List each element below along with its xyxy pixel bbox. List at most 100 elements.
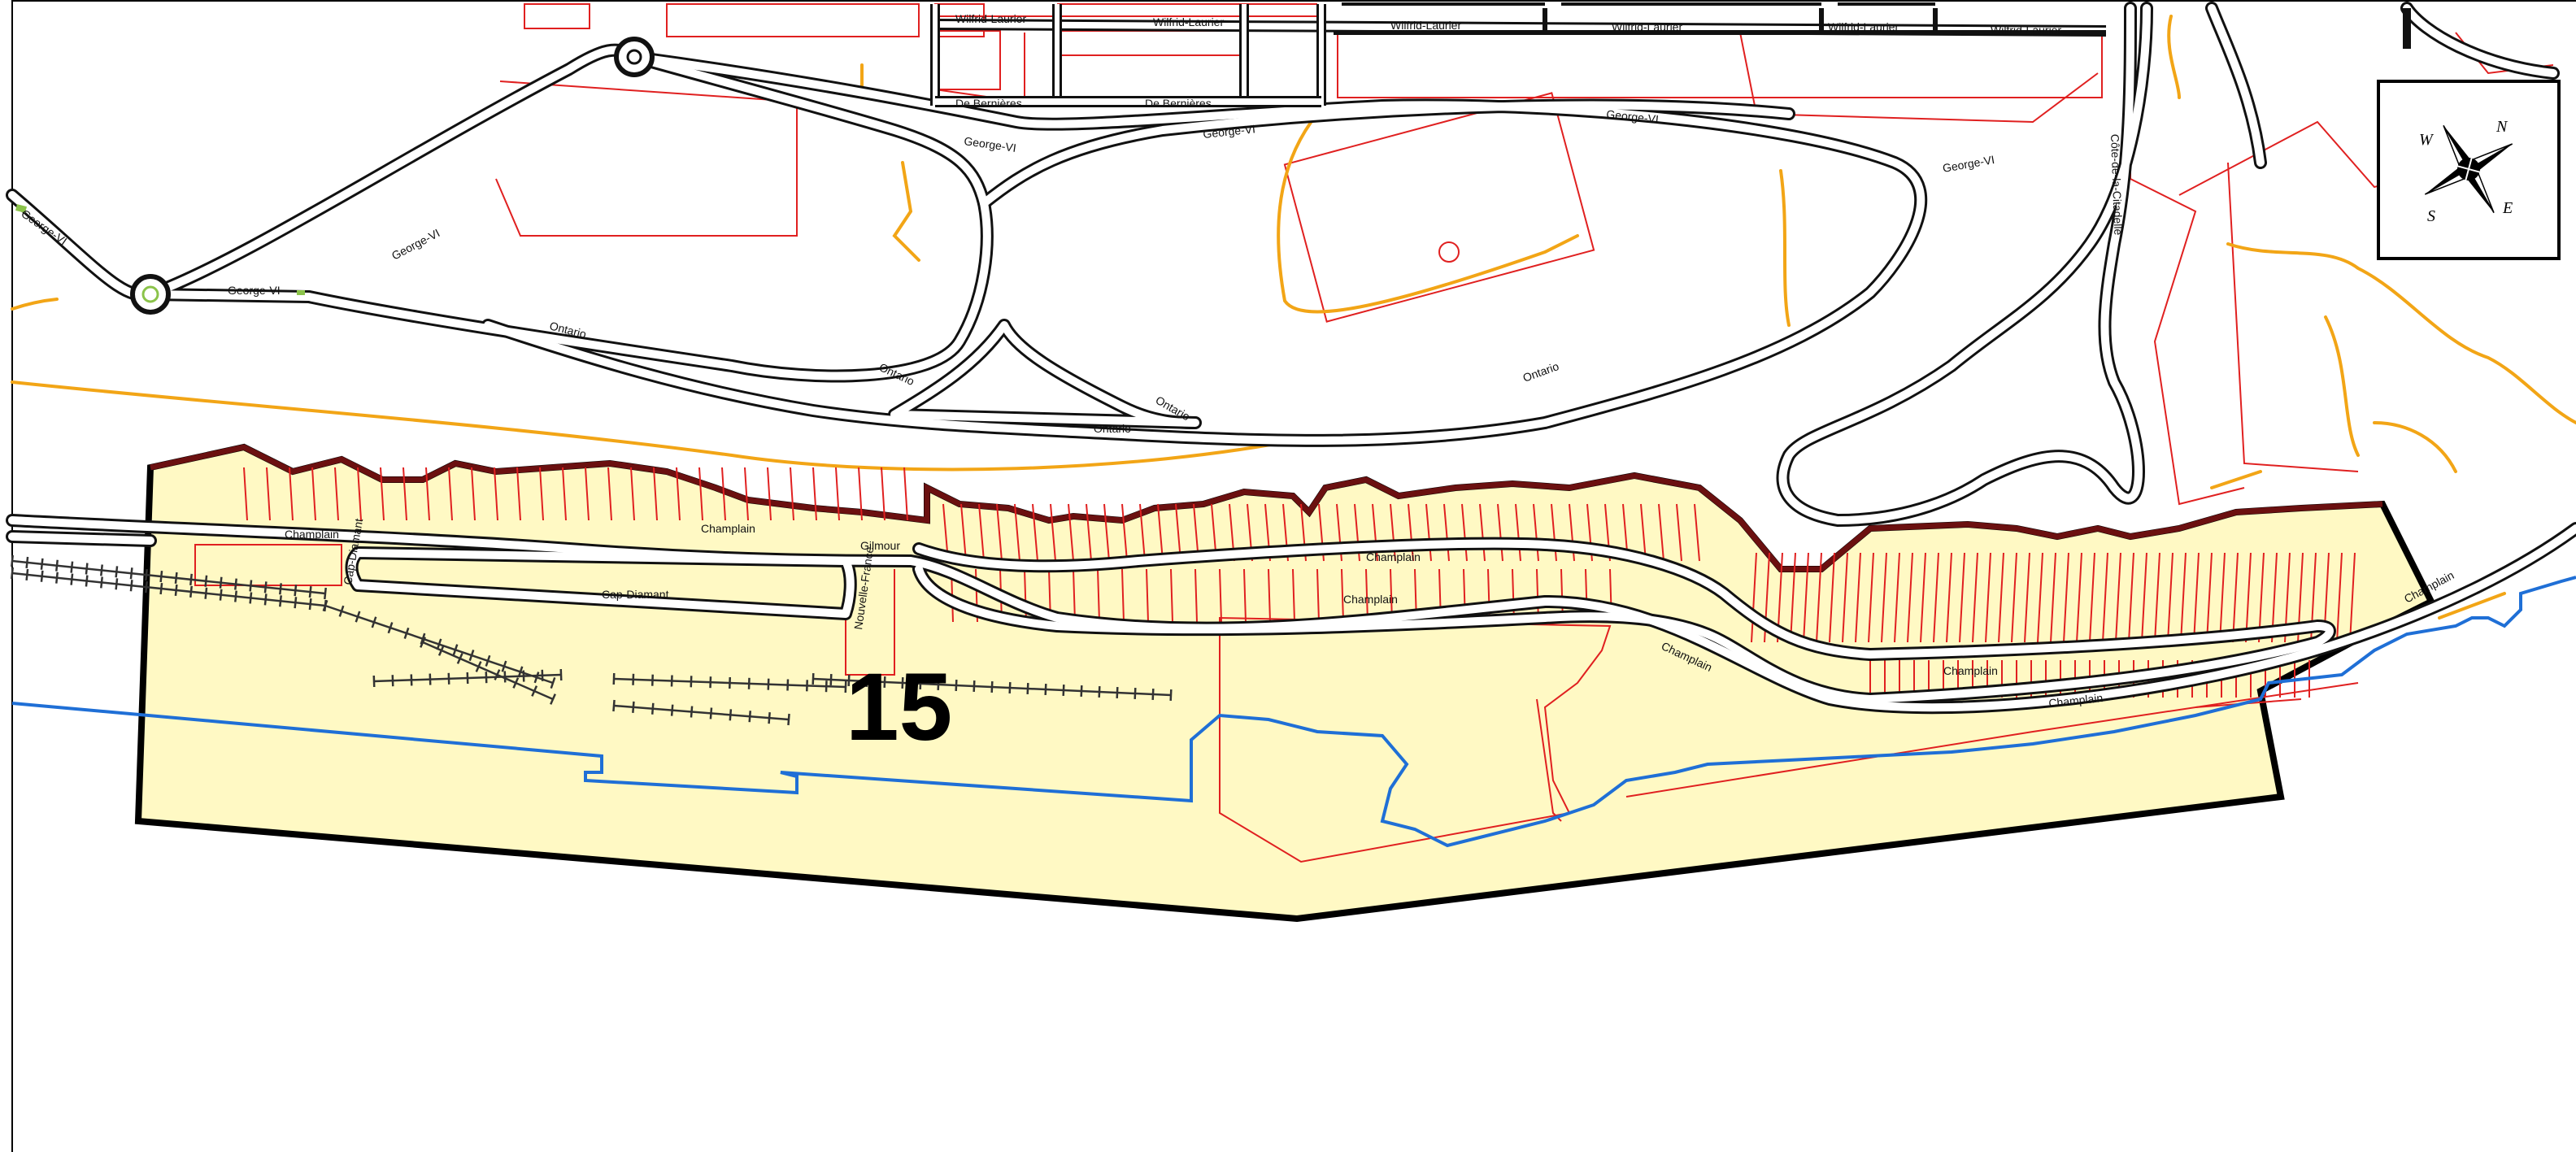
street-label: George-VI bbox=[1606, 107, 1660, 126]
street-label: George-VI bbox=[1942, 153, 1995, 175]
lot-line bbox=[1855, 552, 1861, 643]
lot-line bbox=[1751, 552, 1757, 643]
rail-tie bbox=[847, 674, 851, 687]
lot-line bbox=[676, 467, 681, 521]
lot-line bbox=[1443, 503, 1450, 562]
rail-tie bbox=[279, 583, 282, 595]
parcels-district bbox=[194, 544, 2359, 863]
street-label: George-VI bbox=[19, 206, 69, 247]
rail-tie bbox=[919, 677, 922, 690]
lot-line bbox=[2180, 552, 2187, 643]
lot-line bbox=[1972, 552, 1978, 643]
pedestrian-paths bbox=[11, 15, 2576, 652]
rail-tie bbox=[40, 570, 44, 582]
lot-line bbox=[539, 467, 544, 521]
street-label: De Bernières bbox=[955, 97, 1022, 110]
street-label: George-VI bbox=[1203, 122, 1256, 141]
street-label: Champlain bbox=[2048, 691, 2104, 710]
lot-line bbox=[1640, 503, 1647, 562]
rail-tie bbox=[787, 713, 790, 726]
rail-tie bbox=[159, 570, 163, 583]
rail-tie bbox=[263, 593, 268, 606]
rail-tie bbox=[25, 568, 29, 580]
street-label: Wilfrid-Laurier bbox=[1390, 19, 1461, 32]
rail-tie bbox=[387, 622, 394, 634]
rail-tie bbox=[420, 637, 426, 648]
lot-line bbox=[721, 467, 726, 521]
lot-line bbox=[425, 467, 430, 521]
rail-tie bbox=[456, 653, 463, 664]
rail-tie bbox=[40, 558, 44, 570]
lot-line bbox=[471, 467, 476, 521]
lot-line bbox=[1829, 552, 1835, 643]
street-label: Wilfrid-Laurier bbox=[1828, 20, 1899, 33]
rail-tie bbox=[768, 712, 771, 724]
rail-tie bbox=[1080, 685, 1083, 698]
rail-tie bbox=[1008, 681, 1012, 694]
lot-line bbox=[1461, 503, 1468, 562]
rail-tie bbox=[729, 709, 733, 721]
street-label: Ontario bbox=[1094, 422, 1131, 435]
rail-tie bbox=[651, 702, 655, 715]
rail-tie bbox=[531, 685, 538, 697]
rail-tie bbox=[249, 580, 253, 592]
lot-line bbox=[1121, 568, 1125, 623]
rail-tie bbox=[990, 680, 994, 693]
rail-tie bbox=[55, 572, 59, 584]
rail-tie bbox=[865, 675, 868, 688]
lot-line bbox=[1803, 552, 1809, 643]
lot-line bbox=[2102, 552, 2108, 643]
rail-tie bbox=[159, 582, 163, 595]
rail-tie bbox=[403, 627, 410, 639]
lot-line bbox=[1816, 552, 1822, 643]
street-label: Ontario bbox=[1521, 359, 1561, 385]
rail-tie bbox=[1169, 689, 1173, 702]
lot-line bbox=[266, 467, 271, 521]
rail-tie bbox=[204, 575, 208, 587]
rail-tie bbox=[100, 564, 103, 576]
lot-line bbox=[1292, 568, 1295, 623]
rail-tie bbox=[512, 677, 520, 689]
lot-line bbox=[1985, 552, 1991, 643]
rail-tie bbox=[85, 563, 89, 575]
rail-tie bbox=[1026, 682, 1029, 695]
lot-line bbox=[2141, 552, 2147, 643]
street-label: Champlain bbox=[1366, 550, 1421, 563]
lot-line bbox=[2128, 552, 2134, 643]
lot-line bbox=[1073, 568, 1076, 623]
lot-line bbox=[1694, 503, 1700, 562]
rail-tie bbox=[85, 575, 89, 587]
lot-line bbox=[812, 467, 817, 521]
rail-tie bbox=[322, 599, 329, 612]
lot-line bbox=[1907, 552, 1913, 643]
rail-tie bbox=[355, 611, 361, 623]
rail-tie bbox=[115, 566, 119, 578]
lot-line bbox=[2232, 552, 2239, 643]
lot-line bbox=[2024, 552, 2030, 643]
lot-line bbox=[2076, 552, 2082, 643]
lot-line bbox=[243, 467, 248, 521]
railway-tracks bbox=[11, 554, 1173, 726]
lot-line bbox=[978, 503, 985, 562]
lot-line bbox=[2089, 552, 2095, 643]
street-label: Wilfrid-Laurier bbox=[955, 12, 1026, 25]
lot-line bbox=[1998, 552, 2004, 643]
rail-tie bbox=[189, 573, 193, 585]
road-network bbox=[6, 2, 2576, 715]
rail-tie bbox=[324, 587, 327, 600]
rail-tie bbox=[955, 679, 958, 692]
lot-line bbox=[1341, 568, 1344, 623]
rail-tie bbox=[308, 598, 312, 611]
lot-line bbox=[448, 467, 453, 521]
lot-line bbox=[357, 467, 362, 521]
rail-tie bbox=[25, 556, 29, 568]
lot-line bbox=[607, 467, 612, 521]
lot-line bbox=[1086, 503, 1092, 562]
rail-line bbox=[11, 559, 326, 595]
rail-tie bbox=[1134, 687, 1137, 700]
lot-line bbox=[2336, 552, 2343, 643]
rail-line bbox=[613, 704, 790, 721]
lot-line bbox=[698, 467, 703, 521]
rail-tie bbox=[437, 645, 445, 656]
lot-line bbox=[653, 467, 658, 521]
